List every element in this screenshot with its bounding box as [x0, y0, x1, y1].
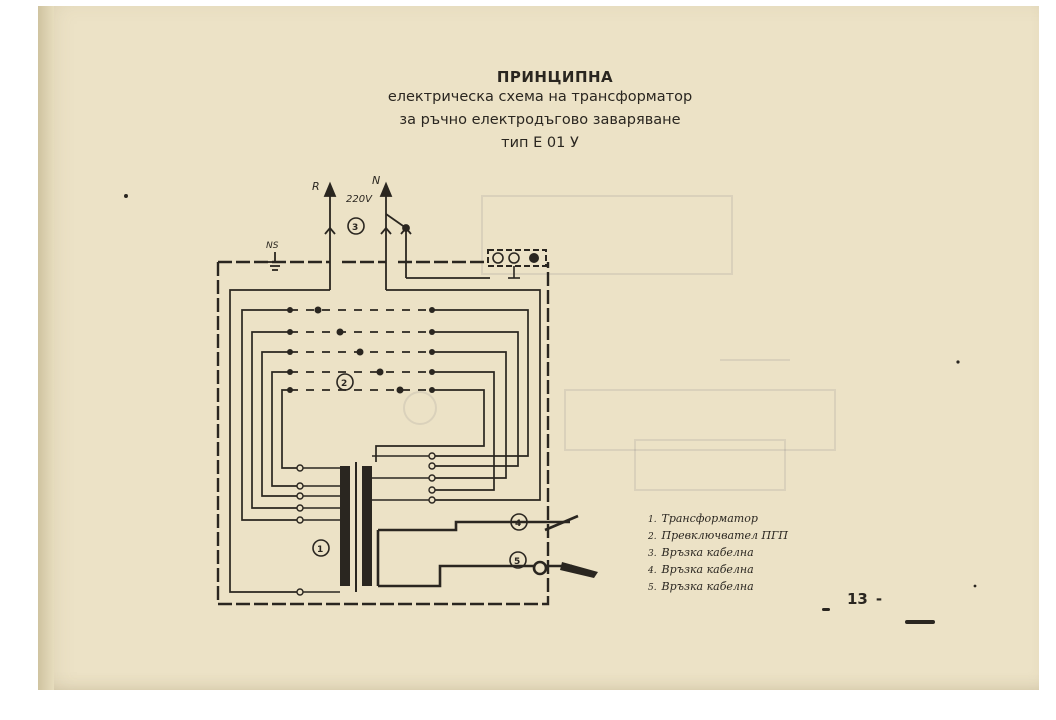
legend-item: 1. Трансформатор — [648, 512, 758, 525]
legend-item: 5. Връзка кабелна — [648, 580, 754, 593]
legend: 1. Трансформатор 2. Превключвател ПГП 3.… — [648, 510, 788, 595]
label-voltage: 220V — [346, 194, 373, 205]
title-line-2: за ръчно електродъгово заваряване — [399, 112, 681, 128]
switch-wiring — [229, 289, 541, 593]
output-cables — [376, 514, 598, 588]
paper-sheet — [38, 6, 1039, 690]
title-line-3: тип Е 01 У — [501, 135, 579, 151]
legend-item: 4. Връзка кабелна — [648, 563, 754, 576]
label-phase-n: N — [372, 174, 380, 187]
show-through-ghost — [403, 195, 836, 491]
label-ground: NS — [266, 241, 279, 251]
callout-5: 5 — [514, 557, 520, 567]
page-number-dash: - — [875, 590, 883, 608]
callout-2: 2 — [341, 379, 347, 389]
title-line-1: електрическа схема на трансформатор — [387, 89, 693, 105]
supply-lines — [323, 181, 490, 290]
callout-markers — [312, 217, 528, 569]
callout-3: 3 — [352, 223, 358, 233]
housing-outline — [216, 260, 550, 606]
title-main: ПРИНЦИПНА — [496, 68, 614, 86]
schematic-labels: R N 220V NS 3 2 1 4 5 — [266, 174, 521, 567]
callout-1: 1 — [317, 545, 323, 555]
terminal-block — [487, 249, 547, 279]
ink-specks — [124, 194, 977, 624]
callout-4: 4 — [515, 519, 521, 529]
page-number: 13- — [847, 590, 882, 608]
legend-item: 2. Превключвател ПГП — [648, 529, 789, 542]
legend-item: 3. Връзка кабелна — [648, 546, 754, 559]
ground-symbol — [268, 252, 282, 271]
page-number-value: 13 — [847, 590, 868, 608]
transformer-core — [296, 452, 436, 596]
page-spine — [38, 6, 54, 690]
label-phase-r: R — [312, 180, 320, 193]
switch-contacts — [287, 306, 435, 394]
diagram-title: ПРИНЦИПНА електрическа схема на трансфор… — [300, 68, 780, 155]
